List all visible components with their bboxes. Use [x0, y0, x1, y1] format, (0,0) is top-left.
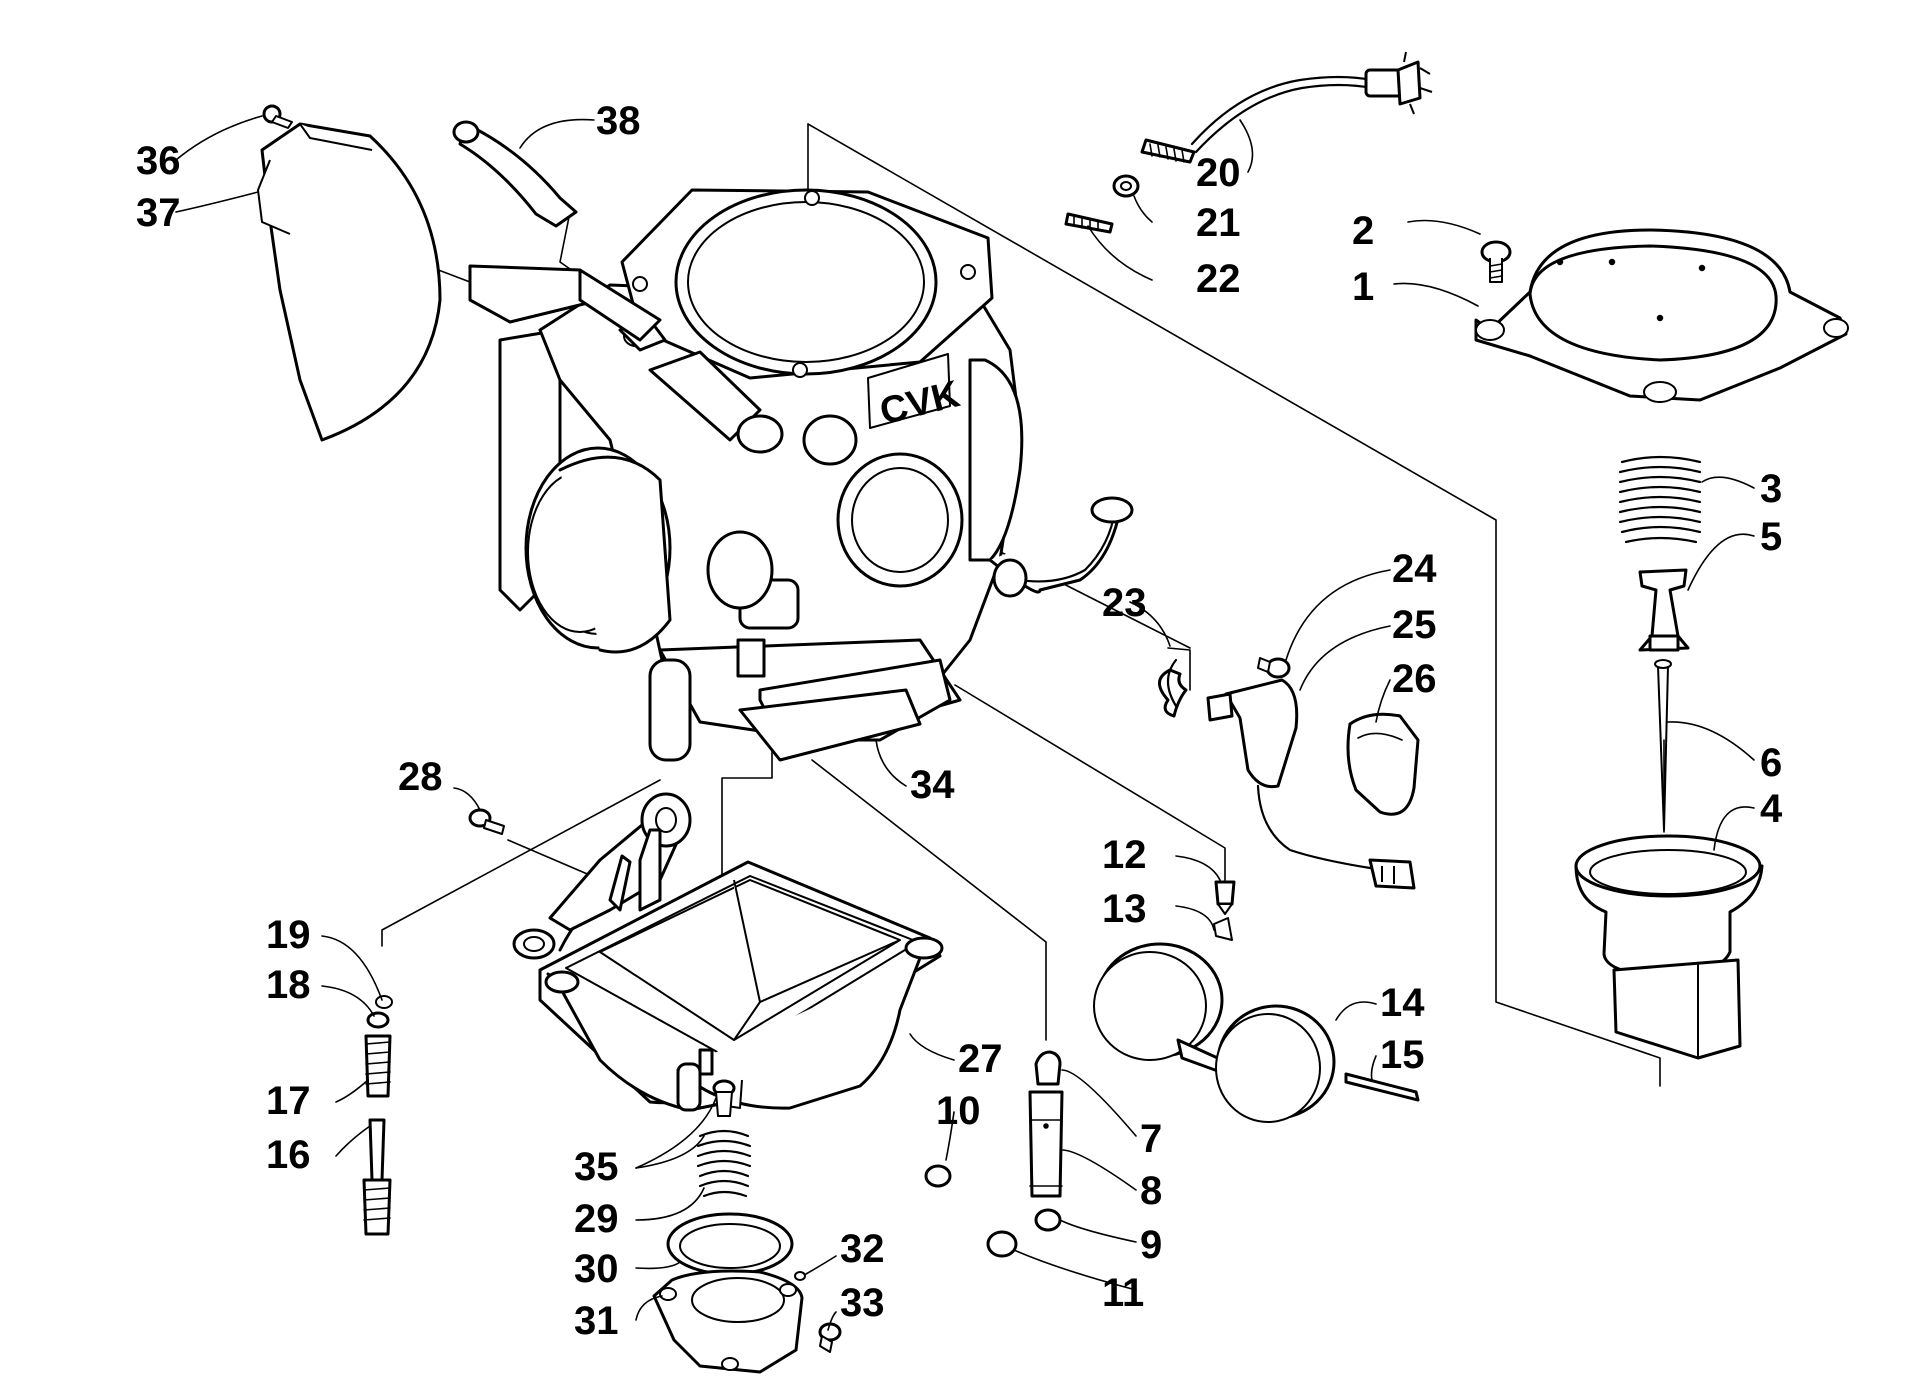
callout-20: 20 — [1196, 151, 1241, 195]
callout-34: 34 — [910, 763, 955, 807]
bowl-diaphragm-assembly — [652, 1079, 842, 1374]
needle-valve — [1213, 880, 1236, 941]
callout-37: 37 — [136, 191, 181, 235]
float-assembly — [1093, 942, 1420, 1123]
air-cover-plate — [257, 104, 442, 442]
callout-6: 6 — [1760, 741, 1782, 785]
callout-11: 11 — [1102, 1271, 1144, 1315]
callout-10: 10 — [936, 1089, 981, 1133]
callout-labels: 1 2 3 4 5 6 7 8 9 10 11 12 13 14 15 16 1… — [136, 99, 1783, 1343]
callout-33: 33 — [840, 1281, 885, 1325]
callout-36: 36 — [136, 139, 181, 183]
callout-35: 35 — [574, 1145, 619, 1189]
top-cover — [1474, 228, 1849, 403]
callout-24: 24 — [1392, 547, 1437, 591]
callout-8: 8 — [1140, 1169, 1162, 1213]
spring — [1618, 455, 1702, 544]
callout-38: 38 — [596, 99, 641, 143]
callout-3: 3 — [1760, 467, 1782, 511]
callout-5: 5 — [1760, 515, 1782, 559]
choke-plunger — [1206, 678, 1416, 890]
throttle-linkage — [468, 792, 692, 960]
callout-9: 9 — [1140, 1223, 1162, 1267]
callout-32: 32 — [840, 1227, 885, 1271]
callout-22: 22 — [1196, 257, 1241, 301]
float-bowl — [538, 860, 944, 1112]
callout-25: 25 — [1392, 603, 1437, 647]
diaphragm-slide — [1574, 834, 1764, 1060]
leader-lines — [175, 115, 1755, 1331]
throttle-cable — [1064, 51, 1433, 234]
callout-1: 1 — [1352, 265, 1374, 309]
slide-spring-needle — [1618, 455, 1702, 833]
callout-13: 13 — [1102, 887, 1147, 931]
pilot-screw-assembly — [362, 995, 393, 1236]
callout-23: 23 — [1102, 581, 1147, 625]
callout-4: 4 — [1760, 787, 1783, 831]
callout-26: 26 — [1392, 657, 1437, 701]
callout-15: 15 — [1380, 1033, 1425, 1077]
vent-hose — [452, 120, 578, 228]
bowl-drain-area — [738, 688, 922, 762]
callout-2: 2 — [1352, 209, 1374, 253]
callout-31: 31 — [574, 1299, 619, 1343]
callout-18: 18 — [266, 963, 311, 1007]
callout-27: 27 — [958, 1037, 1003, 1081]
callout-19: 19 — [266, 913, 311, 957]
callout-16: 16 — [266, 1133, 311, 1177]
choke-boot — [1346, 712, 1420, 816]
choke-clip — [1158, 657, 1291, 718]
callout-29: 29 — [574, 1197, 619, 1241]
callout-14: 14 — [1380, 981, 1425, 1025]
callout-17: 17 — [266, 1079, 311, 1123]
jets — [924, 1050, 1064, 1258]
callout-7: 7 — [1140, 1117, 1162, 1161]
callout-12: 12 — [1102, 833, 1147, 877]
carburetor-body: CVK — [468, 188, 1134, 762]
callout-28: 28 — [398, 755, 443, 799]
callout-21: 21 — [1196, 201, 1241, 245]
callout-30: 30 — [574, 1247, 619, 1291]
